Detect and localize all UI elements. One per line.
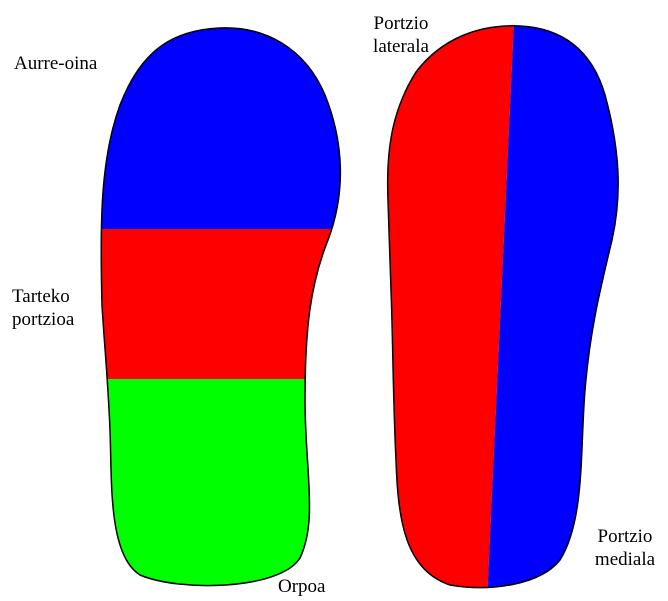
rearfoot-label: Orpoa bbox=[278, 575, 325, 598]
right-insole bbox=[370, 0, 660, 601]
midfoot-label: Tarteko portzioa bbox=[12, 285, 74, 331]
forefoot-region bbox=[90, 0, 360, 229]
rearfoot-region bbox=[90, 379, 360, 601]
medial-label: Portzio mediala bbox=[584, 525, 666, 571]
midfoot-region bbox=[90, 229, 360, 379]
medial-region bbox=[487, 0, 660, 601]
lateral-label: Portzio laterala bbox=[360, 12, 442, 58]
forefoot-label: Aurre-oina bbox=[14, 52, 97, 75]
left-insole bbox=[90, 0, 360, 601]
